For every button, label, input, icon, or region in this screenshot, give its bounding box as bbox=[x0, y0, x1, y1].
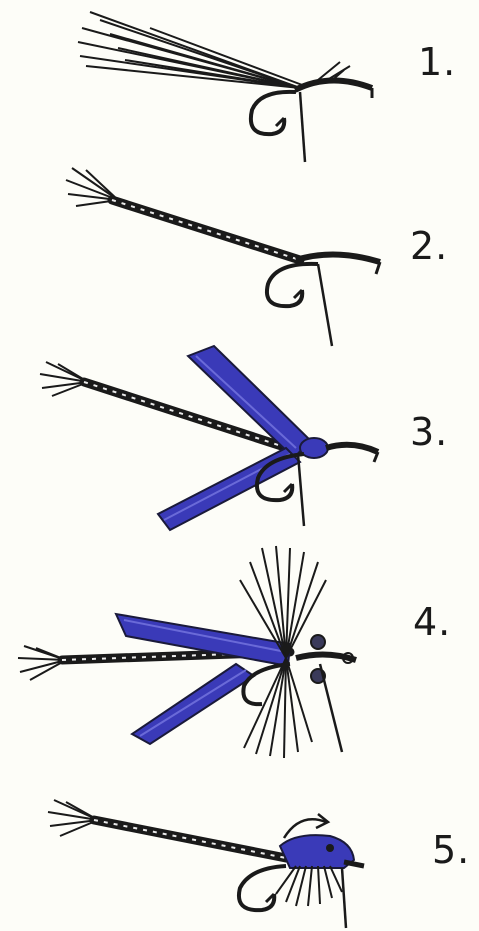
step-4-eye-upper bbox=[311, 635, 325, 649]
step-number-1: 1. bbox=[418, 40, 456, 84]
step-1-hook bbox=[251, 92, 296, 134]
step-4-figure bbox=[18, 546, 356, 758]
step-2-hook bbox=[267, 264, 318, 306]
step-4-thread bbox=[320, 664, 342, 752]
step-1-thread bbox=[300, 92, 305, 162]
step-3-figure bbox=[40, 346, 378, 530]
step-number-5: 5. bbox=[432, 828, 470, 872]
step-number-4: 4. bbox=[413, 600, 451, 644]
step-4-lower-wing-shine bbox=[140, 670, 246, 736]
step-number-3: 3. bbox=[410, 410, 448, 454]
step-5-figure bbox=[48, 800, 364, 928]
step-2-extended-body bbox=[112, 200, 300, 260]
step-number-2: 2. bbox=[410, 224, 448, 268]
step-1-figure bbox=[78, 12, 372, 162]
step-2-thread-wraps bbox=[296, 254, 380, 262]
step-2-thread bbox=[318, 264, 332, 346]
step-5-hackle bbox=[276, 866, 342, 906]
step-3-head bbox=[300, 438, 328, 458]
step-5-hook bbox=[239, 866, 286, 910]
step-3-upper-wing bbox=[188, 346, 310, 458]
step-2-figure bbox=[66, 168, 380, 346]
step-1-hackle-fibers bbox=[78, 12, 305, 88]
step-5-extended-body bbox=[94, 820, 286, 858]
step-5-folded-wing-case bbox=[280, 835, 354, 868]
step-3-thread-wraps bbox=[326, 445, 378, 452]
step-1-thread-wraps bbox=[295, 80, 372, 90]
step-5-eye bbox=[326, 844, 334, 852]
step-5-thread bbox=[342, 868, 346, 928]
step-3-thread bbox=[298, 454, 304, 526]
step-4-thread-wraps bbox=[296, 654, 356, 660]
